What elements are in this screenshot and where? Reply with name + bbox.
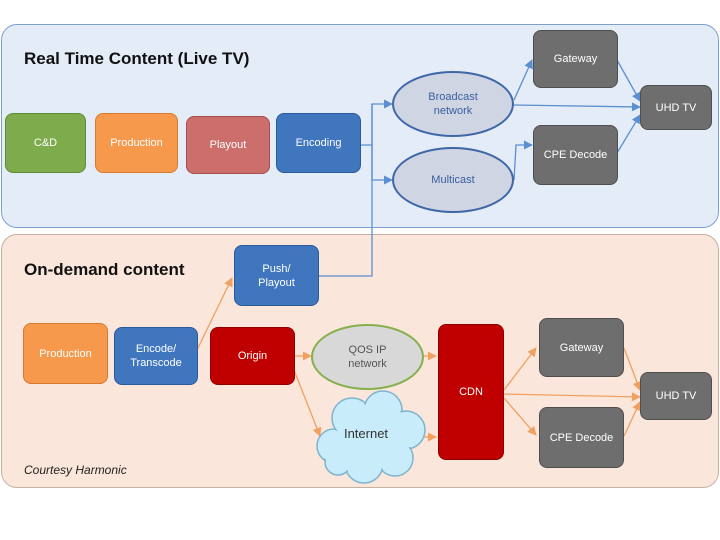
qos-ip-network-label-2: network: [348, 358, 387, 370]
encode-transcode-label-1: Encode/: [135, 343, 177, 355]
credit-text: Courtesy Harmonic: [24, 463, 127, 477]
cdn-node: CDN: [438, 324, 504, 460]
broadcast-network-label-1: Broadcast: [428, 91, 478, 103]
cpe-decode-node-od: CPE Decode: [539, 407, 624, 468]
cd-node: C&D: [5, 113, 86, 173]
internet-label: Internet: [343, 426, 389, 441]
push-playout-label-2: Playout: [258, 276, 295, 289]
uhd-tv-node-live: UHD TV: [640, 85, 712, 130]
arrow-cdn-to-gateway: [503, 347, 537, 391]
live-tv-title: Real Time Content (Live TV): [24, 49, 250, 68]
arrow-gateway-to-uhd-od: [623, 347, 642, 391]
encoding-node: Encoding: [276, 113, 361, 173]
origin-node: Origin: [210, 327, 295, 385]
push-playout-label-1: Push/: [262, 262, 291, 275]
arrow-cpe-to-uhd-od: [623, 401, 641, 437]
gateway-node-live: Gateway: [533, 30, 618, 88]
gateway-node-od: Gateway: [539, 318, 624, 377]
encode-transcode-label-2: Transcode: [130, 357, 182, 369]
broadcast-network-label-2: network: [433, 105, 473, 117]
arrow-cpe-to-uhd: [616, 114, 641, 154]
arrow-cdn-to-uhd: [503, 392, 641, 402]
playout-node: Playout: [186, 116, 270, 174]
arrow-encode-to-push: [195, 277, 233, 353]
arrow-gateway-to-uhd: [616, 59, 641, 102]
broadcast-network-node: Broadcast network: [392, 71, 514, 137]
arrow-broadcast-to-uhd: [513, 102, 641, 112]
production-node: Production: [95, 113, 178, 173]
on-demand-title: On-demand content: [24, 260, 185, 279]
push-playout-node: Push/ Playout: [234, 245, 319, 306]
arrow-multicast-to-cpe: [513, 140, 533, 181]
arrow-origin-to-internet: [293, 369, 322, 437]
production-node-od: Production: [23, 323, 108, 384]
arrow-cdn-to-cpe: [503, 397, 537, 436]
arrow-broadcast-to-gateway: [513, 59, 533, 101]
encode-transcode-node: Encode/ Transcode: [114, 327, 198, 385]
qos-ip-network-label-1: QOS IP: [348, 344, 387, 356]
qos-ip-network-node: QOS IP network: [311, 324, 424, 390]
uhd-tv-node-od: UHD TV: [640, 372, 712, 420]
multicast-node: Multicast: [392, 147, 514, 213]
arrow-push-to-live: [318, 104, 373, 277]
cpe-decode-node-live: CPE Decode: [533, 125, 618, 185]
